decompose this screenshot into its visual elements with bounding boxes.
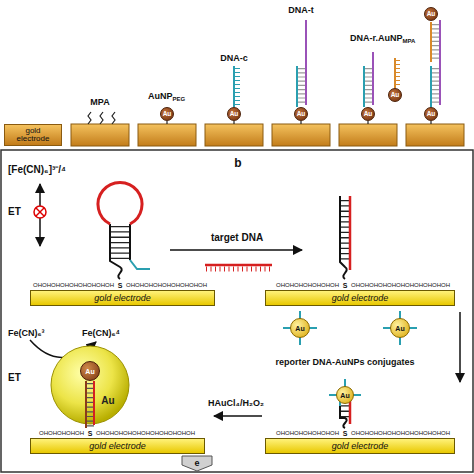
electron-label: e bbox=[194, 459, 199, 468]
redox-probe-label: Fe(CN)₆³ bbox=[8, 329, 45, 338]
node-text: Au bbox=[85, 368, 94, 375]
surface-group: OHOHOHOHOHOHOH bbox=[276, 282, 339, 288]
gold-nanoparticle: Au bbox=[390, 318, 410, 338]
surface-group: OHOHOHOHOHOHOHOHOH bbox=[33, 282, 114, 288]
target-step bbox=[170, 250, 302, 269]
gold-nanoparticle: Au bbox=[80, 361, 100, 381]
node-text: Au bbox=[230, 111, 239, 118]
mpa-molecules bbox=[88, 112, 431, 124]
thiol-anchor: S bbox=[343, 430, 348, 437]
gold-nanoparticle: Au bbox=[290, 318, 310, 338]
surface-group: OHOHOHOHOHOHOHOHOHOHOH bbox=[351, 282, 450, 288]
gold-nanoparticle: Au bbox=[424, 107, 438, 121]
gold-nanoparticle: Au bbox=[336, 386, 354, 404]
surface-group: OHOHOHOHOHOHOHOHOHOHOH bbox=[96, 430, 195, 436]
step-label: reporter DNA-AuNPs conjugates bbox=[275, 358, 414, 367]
sphere-outline bbox=[50, 345, 130, 425]
step-label: DNA-c bbox=[220, 54, 248, 63]
gold-nanoparticle: Au bbox=[424, 7, 438, 21]
hybridized-duplex bbox=[340, 196, 350, 279]
node-text: Au bbox=[427, 11, 436, 18]
surface-group: OHOHOHOHOHOHOHOHOH bbox=[126, 282, 207, 288]
step-label: MPA bbox=[90, 98, 109, 107]
gold-nanoparticle: Au bbox=[294, 107, 308, 121]
thiol-anchor: S bbox=[88, 430, 93, 437]
node-text: gold electrode bbox=[332, 442, 389, 451]
gold-nanoparticle: Au bbox=[388, 88, 402, 102]
node-text: gold electrode bbox=[94, 294, 151, 303]
subscript: MPA bbox=[403, 38, 416, 44]
dna-strands-top bbox=[234, 20, 440, 107]
node-text: Au bbox=[101, 396, 114, 406]
electron-transfer-label: ET bbox=[8, 207, 21, 217]
step-label: DNA-t bbox=[288, 6, 314, 15]
step-label: AuNP bbox=[148, 92, 173, 101]
enlarged-gold-particle: AuAu bbox=[50, 345, 130, 425]
gold-electrode: gold electrode bbox=[265, 438, 455, 454]
panel-frame bbox=[1, 150, 473, 472]
gold-nanoparticle: Au bbox=[227, 107, 241, 121]
gold-electrode: gold electrode bbox=[265, 290, 455, 306]
gold-nanoparticle: Au bbox=[160, 107, 174, 121]
node-text: Au bbox=[297, 111, 306, 118]
node-text: gold electrode bbox=[8, 127, 58, 143]
step-arrow bbox=[459, 312, 461, 382]
step-arrow bbox=[214, 415, 262, 417]
node-text: Au bbox=[395, 325, 404, 332]
redox-probe-label: Fe(CN)₆⁴ bbox=[82, 329, 120, 338]
top-electrodes bbox=[71, 124, 464, 146]
gold-electrode: gold electrode bbox=[30, 438, 205, 454]
step-label: HAuCl₄/H₂O₂ bbox=[208, 399, 264, 408]
surface-group: OHOHOHOHOHOHOH bbox=[276, 430, 339, 436]
node-text: Au bbox=[295, 325, 304, 332]
node-text: Au bbox=[364, 111, 373, 118]
gold-electrode: gold electrode bbox=[30, 290, 215, 306]
electron-tab bbox=[182, 456, 212, 471]
panel-label: b bbox=[234, 157, 241, 169]
redox-probe-label: [Fe(CN)₆]³⁻/⁴ bbox=[8, 165, 66, 175]
thiol-anchor: S bbox=[343, 282, 348, 289]
node-text: gold electrode bbox=[89, 442, 146, 451]
node-text: gold electrode bbox=[332, 294, 389, 303]
gold-electrode: gold electrode bbox=[4, 124, 62, 146]
node-text: Au bbox=[427, 111, 436, 118]
node-text: Au bbox=[340, 392, 349, 399]
hairpin-probe bbox=[98, 182, 150, 279]
subscript: PEG bbox=[173, 96, 186, 102]
node-text: Au bbox=[163, 111, 172, 118]
blocked-electron-transfer bbox=[34, 184, 46, 246]
thiol-anchor: S bbox=[118, 282, 123, 289]
gold-nanoparticle: Au bbox=[361, 107, 375, 121]
electron-transfer-label: ET bbox=[8, 373, 21, 383]
step-label: DNA-r.AuNP bbox=[350, 34, 403, 43]
surface-group: OHOHOHOHOH bbox=[39, 430, 84, 436]
surface-group: OHOHOHOHOHOHOHOHOHOHOH bbox=[351, 430, 450, 436]
node-text: Au bbox=[391, 92, 400, 99]
reporter-arms bbox=[283, 311, 417, 395]
step-label: target DNA bbox=[211, 233, 263, 243]
